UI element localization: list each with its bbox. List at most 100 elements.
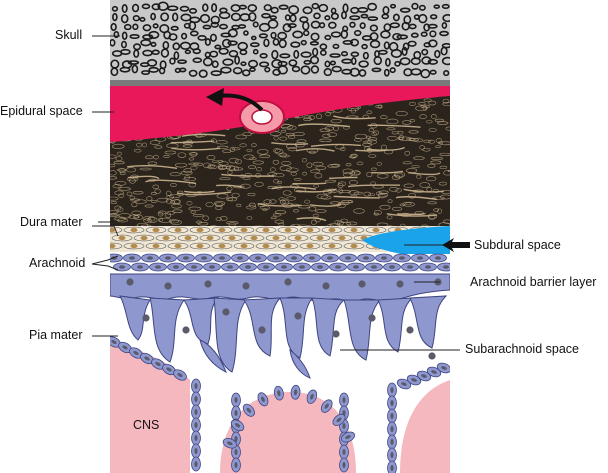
- skull-pore: [178, 67, 187, 73]
- skull-pore: [243, 30, 249, 36]
- skull-pore: [324, 15, 331, 21]
- dura-strand: [184, 190, 215, 194]
- skull-pore: [369, 24, 379, 32]
- dura-fiber: [430, 160, 442, 165]
- dura-fiber: [408, 130, 419, 134]
- dura-fiber: [279, 136, 288, 141]
- dura-fiber: [322, 133, 331, 138]
- label-pia-mater: Pia mater: [29, 328, 83, 342]
- skull-pore: [121, 4, 128, 14]
- skull-pore: [441, 21, 448, 29]
- pia-cell-nucleus: [342, 423, 346, 429]
- border-cell: [343, 226, 365, 234]
- skull-pore: [418, 13, 428, 24]
- border-cell-nucleus: [328, 227, 336, 233]
- skull-pore: [360, 13, 369, 19]
- dura-fiber: [231, 147, 241, 151]
- dura-fiber: [373, 209, 382, 216]
- dura-fiber: [272, 213, 282, 217]
- skull-pore: [228, 50, 239, 58]
- pia-cell-nucleus: [155, 361, 161, 367]
- dura-fiber: [308, 150, 316, 154]
- blood-vessel: [239, 100, 285, 134]
- dura-fiber: [427, 163, 436, 168]
- skull-pore: [341, 68, 353, 75]
- skull-pore: [188, 8, 198, 14]
- border-cell-nucleus: [174, 243, 182, 249]
- dura-strand: [395, 196, 438, 201]
- dura-fiber: [282, 199, 290, 206]
- skull-pore: [309, 41, 319, 46]
- dura-fiber: [235, 134, 247, 140]
- dura-fiber: [114, 190, 125, 196]
- pia-mater-cells: [110, 336, 450, 473]
- skull-pore: [148, 30, 160, 39]
- skull-pore: [172, 12, 179, 22]
- skull-pore: [443, 70, 450, 77]
- skull-pore: [210, 15, 220, 25]
- dura-fiber: [408, 138, 420, 142]
- border-cell-nucleus: [110, 243, 116, 249]
- pia-cell-nucleus: [111, 339, 117, 345]
- dura-fiber: [439, 141, 450, 146]
- skull-pore: [367, 2, 378, 11]
- dura-fiber: [287, 147, 298, 152]
- dura-fiber: [413, 156, 425, 160]
- dura-fiber: [409, 101, 416, 106]
- skull-pore: [220, 32, 232, 38]
- border-cell: [287, 234, 309, 242]
- dura-fiber: [269, 199, 277, 204]
- skull-pore: [427, 58, 438, 65]
- dura-fiber: [110, 213, 119, 217]
- dura-fiber: [153, 154, 159, 160]
- border-cell: [277, 226, 299, 234]
- skull-pore: [239, 49, 248, 56]
- dura-strand: [309, 203, 342, 207]
- skull-pore: [250, 35, 257, 41]
- dura-fiber: [150, 192, 157, 196]
- skull-pore: [113, 31, 120, 39]
- trabecula-nucleus: [204, 280, 212, 288]
- dura-fiber: [186, 200, 193, 206]
- skull-pore: [410, 57, 421, 66]
- skull-pore: [157, 1, 169, 11]
- dura-fiber: [236, 203, 242, 207]
- dura-fiber: [315, 165, 327, 170]
- skull-pore: [232, 66, 243, 75]
- border-cell-nucleus: [272, 235, 280, 241]
- skull-pore: [319, 43, 328, 51]
- skull-pore: [121, 31, 128, 41]
- dura-fiber: [110, 213, 118, 217]
- skull-pore: [209, 50, 219, 58]
- skull-pore: [309, 55, 320, 65]
- dura-fiber: [177, 152, 187, 158]
- pia-cell-nucleus: [194, 383, 198, 389]
- barrier-cell-nucleus: [147, 256, 153, 260]
- skull-pore: [168, 33, 178, 41]
- border-cell: [110, 242, 123, 250]
- dura-fiber: [439, 152, 450, 157]
- barrier-cell-nucleus: [299, 265, 305, 269]
- skull-pore: [342, 39, 354, 45]
- skull-pore: [311, 2, 320, 10]
- dura-fiber: [338, 201, 350, 206]
- dura-fiber: [235, 159, 242, 165]
- dura-strand: [296, 217, 327, 222]
- barrier-cell-nucleus: [209, 265, 215, 269]
- skull-pore: [429, 30, 437, 38]
- dura-fiber: [340, 218, 348, 223]
- skull-pore: [359, 22, 366, 29]
- dura-fiber: [319, 138, 332, 143]
- pia-cell-nucleus: [390, 465, 394, 471]
- dura-strand: [177, 191, 232, 196]
- skull-pore: [133, 49, 140, 58]
- dura-strand: [145, 179, 197, 185]
- skull-pore: [358, 60, 369, 68]
- dura-fiber: [126, 167, 137, 173]
- border-cell: [221, 234, 243, 242]
- skull-pore: [270, 6, 279, 14]
- skull-pore: [249, 42, 260, 48]
- skull-pore: [291, 65, 301, 73]
- skull-pore: [439, 30, 449, 37]
- trabecula-nucleus: [428, 352, 436, 360]
